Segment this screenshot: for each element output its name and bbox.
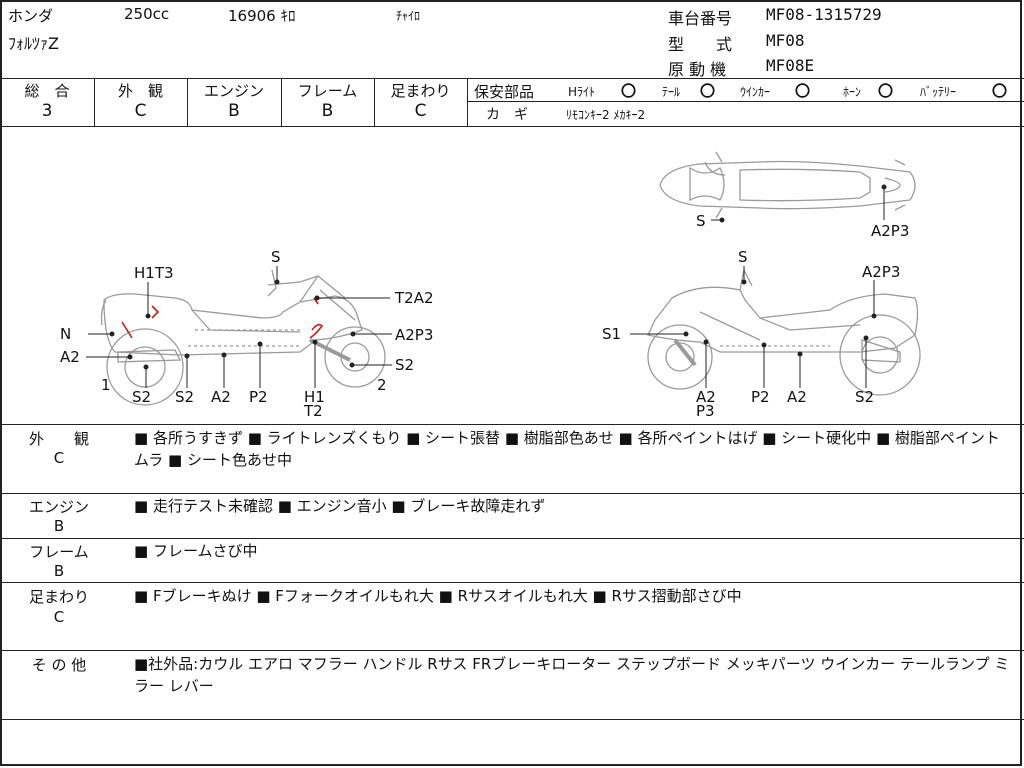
rating-label-engine: エンジン [203, 82, 264, 100]
safety-mark-tail: 〇 [700, 82, 716, 100]
divider [0, 538, 1024, 539]
type-value: MF08 [766, 31, 805, 50]
rating-grade-engine: B [228, 101, 240, 121]
rating-grade-frame: B [321, 101, 334, 121]
label-p3-front-cover: P3 [696, 402, 715, 420]
safety-item-tail: ﾃｰﾙ [662, 85, 681, 99]
remark-grade-engine: B [53, 517, 65, 535]
safety-mark-winker: 〇 [795, 82, 811, 100]
label-side-2: 2 [377, 376, 387, 394]
label-h1-cover: H1 [304, 388, 325, 406]
safety-label: 保安部品 [474, 83, 535, 101]
rating-label-overall: 総 合 [24, 82, 70, 100]
frame-no-label: 車台番号 [668, 9, 733, 28]
label-side-1: 1 [101, 376, 111, 394]
label-s-top: S [696, 212, 706, 230]
scooter-top-view [659, 151, 916, 219]
safety-item-horn: ﾎｰﾝ [843, 85, 862, 99]
engine-value: MF08E [766, 56, 815, 75]
diagram-labels: H1T3 S T2A2 N A2P3 A2 S2 1 2 S2 S2 A2 P2… [60, 212, 909, 420]
divider [0, 719, 1024, 720]
remark-label-engine: エンジン [28, 498, 89, 516]
safety-mark-horn: 〇 [878, 82, 894, 100]
model-name: ﾌｫﾙﾂｧZ [8, 34, 59, 53]
rating-grade-exterior: C [134, 101, 147, 121]
rating-grade-overall: 3 [41, 101, 53, 121]
remark-text-frame: ■ フレームさび中 [134, 542, 258, 560]
engine-label: 原 動 機 [668, 60, 727, 79]
remark-text-exterior: ■ 各所うすきず ■ ライトレンズくもり ■ シート張替 ■ 樹脂部色あせ ■ … [134, 429, 1000, 469]
damage-marks [121, 297, 324, 339]
label-t2a2: T2A2 [394, 289, 434, 307]
divider [467, 101, 1024, 102]
divider [374, 78, 375, 126]
label-s2-floor: S2 [175, 388, 194, 406]
label-a2p3-top: A2P3 [871, 222, 909, 240]
scooter-left-view [100, 269, 386, 406]
safety-item-battery: ﾊﾞｯﾃﾘｰ [920, 85, 957, 99]
label-h1t3: H1T3 [134, 264, 174, 282]
label-a2p3-front: A2P3 [395, 326, 433, 344]
key-value: ﾘﾓｺﾝｷｰ2 ﾒｶｷｰ2 [566, 108, 646, 122]
rating-grade-suspension: C [414, 101, 427, 121]
damage-diagram: H1T3 S T2A2 N A2P3 A2 S2 1 2 S2 S2 A2 P2… [60, 151, 921, 420]
displacement: 250cc [124, 5, 170, 23]
label-n: N [60, 325, 71, 343]
remark-text-other: ■社外品:カウル エアロ マフラー ハンドル Rサス FRブレーキローター ステ… [134, 655, 1010, 695]
rating-label-frame: フレーム [297, 82, 358, 100]
remark-label-exterior: 外 観 [28, 430, 89, 448]
safety-item-headlight: Hﾗｲﾄ [568, 85, 596, 99]
label-s-mirror-right: S [738, 248, 748, 266]
label-s2-rear-wheel: S2 [132, 388, 151, 406]
remark-grade-frame: B [53, 562, 65, 580]
label-s2-rear: S2 [855, 388, 874, 406]
safety-item-winker: ｳｲﾝｶｰ [740, 85, 771, 99]
label-s2-front-wheel: S2 [395, 356, 414, 374]
divider [0, 126, 1024, 127]
remark-label-frame: フレーム [29, 543, 89, 561]
label-a2-side: A2 [787, 388, 807, 406]
type-label: 型 式 [668, 35, 733, 54]
safety-mark-headlight: 〇 [621, 82, 637, 100]
maker: ホンダ [8, 7, 54, 25]
label-a2-muffler: A2 [60, 348, 80, 366]
label-t2-cover: T2 [303, 402, 323, 420]
remark-text-engine: ■ 走行テスト未確認 ■ エンジン音小 ■ ブレーキ故障走れず [134, 497, 546, 515]
remark-label-other: そ の 他 [31, 656, 87, 674]
pointer-lines [86, 184, 887, 388]
divider [0, 493, 1024, 494]
mileage: 16906 ｷﾛ [228, 7, 296, 25]
divider [281, 78, 282, 126]
divider [0, 424, 1024, 425]
rating-label-suspension: 足まわり [390, 82, 451, 100]
remark-grade-suspension: C [53, 608, 65, 626]
label-p2-side: P2 [751, 388, 770, 406]
divider [187, 78, 188, 126]
scooter-right-view [647, 268, 921, 396]
safety-mark-battery: 〇 [992, 82, 1008, 100]
divider [94, 78, 95, 126]
remark-grade-exterior: C [53, 449, 65, 467]
remark-text-suspension: ■ Fブレーキぬけ ■ Fフォークオイルもれ大 ■ Rサスオイルもれ大 ■ Rサ… [134, 587, 742, 605]
label-p2-body: P2 [249, 388, 268, 406]
color: ﾁｬｲﾛ [396, 9, 421, 23]
label-a2p3-rear: A2P3 [862, 263, 900, 281]
frame-no: MF08-1315729 [766, 5, 882, 24]
remark-label-suspension: 足まわり [28, 588, 89, 606]
rating-label-exterior: 外 観 [117, 82, 163, 100]
divider [0, 650, 1024, 651]
divider [0, 582, 1024, 583]
label-s-mirror: S [271, 248, 281, 266]
label-s1-front: S1 [602, 325, 621, 343]
divider [467, 78, 468, 126]
key-label: カ ギ [486, 107, 528, 123]
divider [0, 78, 1024, 79]
label-a2-front-cover: A2 [696, 388, 716, 406]
label-a2-body: A2 [211, 388, 231, 406]
